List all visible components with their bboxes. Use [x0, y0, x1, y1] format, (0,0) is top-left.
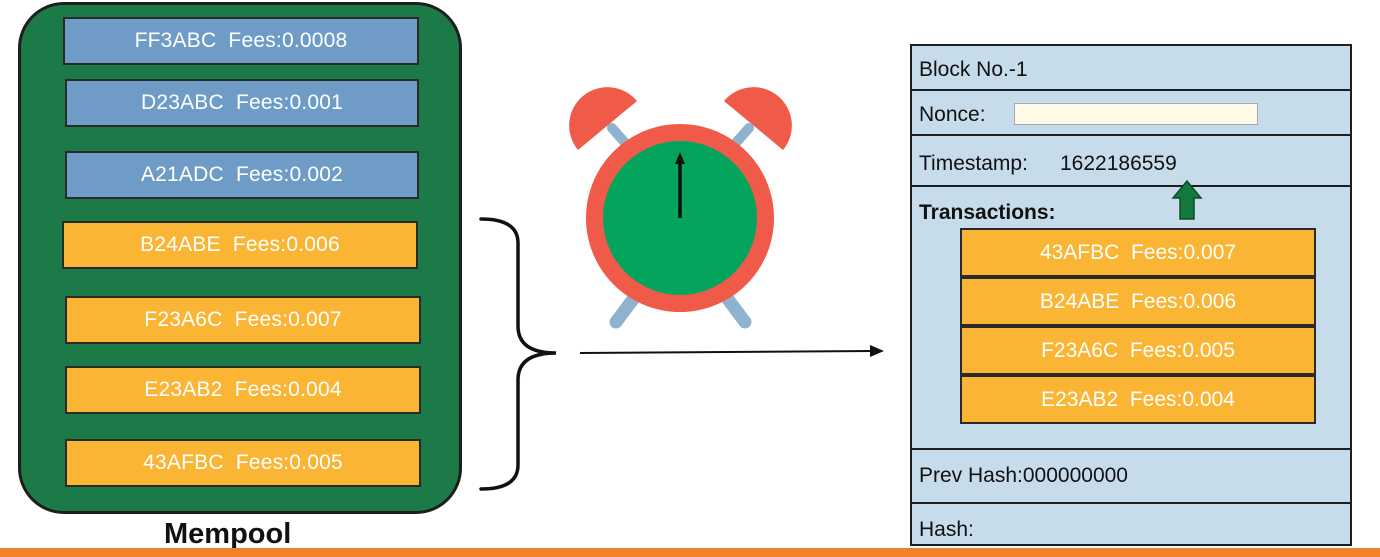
- nonce-label: Nonce:: [919, 103, 986, 126]
- tx-id: E23AB2: [144, 378, 223, 401]
- arrow-line: [579, 350, 873, 354]
- tx-fees: Fees:0.006: [1130, 289, 1237, 313]
- prev-hash-row: Prev Hash:000000000: [912, 450, 1350, 504]
- tx-id: B24ABE: [140, 233, 221, 256]
- prev-hash-label: Prev Hash:000000000: [919, 464, 1128, 487]
- tx-fees: Fees:0.007: [234, 308, 342, 331]
- transactions-label: Transactions:: [919, 201, 1056, 224]
- mempool-tx-5: F23A6C Fees:0.007: [65, 296, 421, 344]
- tx-id: E23AB2: [1041, 387, 1119, 411]
- tx-id: 43AFBC: [143, 451, 224, 474]
- mempool-tx-1: FF3ABC Fees:0.0008: [63, 17, 419, 65]
- tx-fees: Fees:0.007: [1130, 240, 1237, 264]
- nonce-row: Nonce:: [912, 91, 1350, 136]
- tx-id: A21ADC: [140, 163, 224, 186]
- tx-fees: Fees:0.005: [1129, 338, 1235, 362]
- tx-fees: Fees:0.006: [232, 233, 340, 256]
- tx-fees: Fees:0.001: [235, 91, 344, 114]
- block-number-row: Block No.-1: [912, 46, 1350, 91]
- mempool-tx-3: A21ADC Fees:0.002: [65, 151, 419, 199]
- tx-id: B24ABE: [1039, 289, 1120, 313]
- curly-brace: [479, 217, 557, 491]
- tx-id: D23ABC: [140, 91, 224, 114]
- tx-fees: Fees:0.004: [234, 378, 342, 401]
- timestamp-value: 1622186559: [1060, 152, 1177, 175]
- arrow-head-icon: [870, 345, 884, 357]
- block-tx-2: B24ABE Fees:0.006: [960, 277, 1316, 326]
- tx-id: F23A6C: [1041, 338, 1119, 362]
- tx-id: F23A6C: [144, 308, 223, 331]
- block-tx-1: 43AFBC Fees:0.007: [960, 228, 1316, 277]
- accent-bar: [0, 548, 1380, 557]
- mempool-tx-2: D23ABC Fees:0.001: [65, 79, 419, 127]
- mempool-tx-4: B24ABE Fees:0.006: [62, 221, 418, 269]
- tx-fees: Fees:0.0008: [228, 29, 348, 52]
- block-tx-4: E23AB2 Fees:0.004: [960, 375, 1316, 424]
- tx-fees: Fees:0.005: [235, 451, 343, 474]
- nonce-field: [1014, 103, 1258, 125]
- mempool-tx-7: 43AFBC Fees:0.005: [65, 439, 421, 487]
- block-tx-3: F23A6C Fees:0.005: [960, 326, 1316, 375]
- mempool-container: FF3ABC Fees:0.0008 D23ABC Fees:0.001 A21…: [18, 2, 462, 514]
- timestamp-row: Timestamp: 1622186559: [912, 136, 1350, 187]
- hash-row: Hash:: [912, 504, 1350, 546]
- mempool-title: Mempool: [164, 518, 292, 550]
- block-number: Block No.-1: [919, 58, 1028, 81]
- tx-fees: Fees:0.002: [235, 163, 344, 186]
- mempool-tx-6: E23AB2 Fees:0.004: [65, 366, 421, 414]
- tx-id: FF3ABC: [134, 29, 217, 52]
- block-container: Block No.-1 Nonce: Timestamp: 1622186559…: [910, 44, 1352, 546]
- alarm-clock-icon: [569, 87, 792, 329]
- tx-id: 43AFBC: [1039, 240, 1120, 264]
- transactions-row: Transactions: 43AFBC Fees:0.007 B24ABE F…: [912, 187, 1350, 450]
- hash-label: Hash:: [919, 518, 974, 541]
- tx-fees: Fees:0.004: [1129, 387, 1235, 411]
- timestamp-label: Timestamp:: [919, 152, 1028, 175]
